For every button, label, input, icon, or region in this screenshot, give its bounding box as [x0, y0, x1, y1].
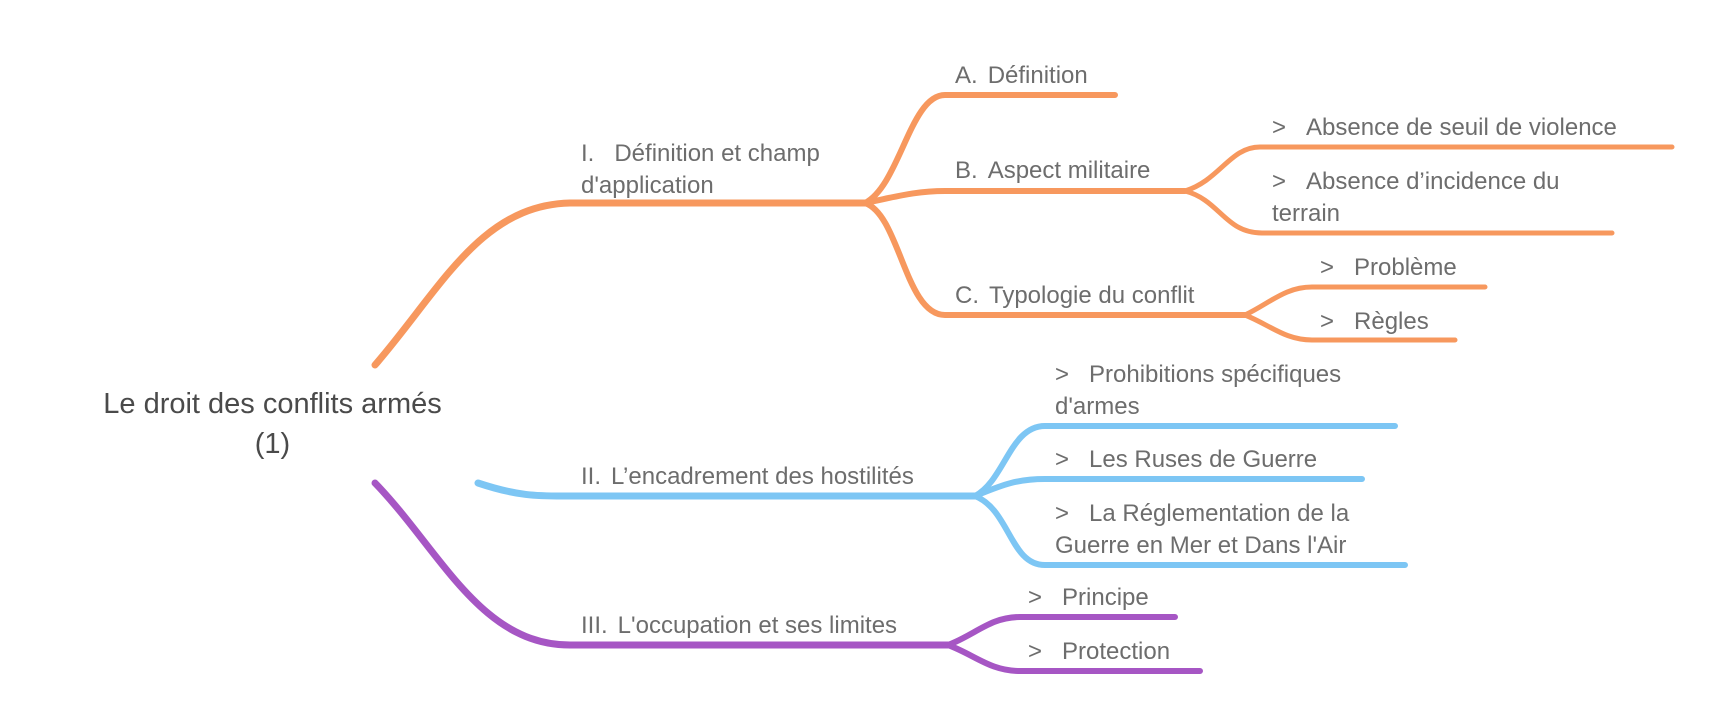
subtopic-B-item-2[interactable]: > Absence d’incidence du terrain: [1272, 166, 1560, 230]
branch-C-to-item-2: [1242, 312, 1458, 343]
branch-C-to-item-1: [1242, 284, 1488, 318]
section-2-item-1-line-1: Prohibitions spécifiques: [1089, 361, 1342, 388]
root-title-line-2: (1): [254, 428, 291, 460]
subtopic-C[interactable]: C. Typologie du conflit: [955, 280, 1194, 312]
section-2-title[interactable]: II. L’encadrement des hostilités: [581, 461, 914, 493]
section-2-item-1-marker: >: [1055, 361, 1070, 388]
section-3-item-2-marker: >: [1028, 638, 1043, 665]
section-3-item-1[interactable]: > Principe: [1028, 582, 1149, 614]
section-2-item-3-marker: >: [1055, 500, 1070, 527]
section-1-marker: I.: [581, 140, 595, 167]
branch-section-1-to-B: [862, 188, 1188, 206]
subtopic-A-label: Définition: [987, 62, 1088, 89]
subtopic-C-item-1-marker: >: [1320, 254, 1335, 281]
branch-B-to-item-2: [1182, 188, 1615, 236]
section-1-title-line-1: Définition et champ: [614, 140, 820, 167]
branch-root-to-section-2: [474, 479, 979, 500]
branch-root-to-section-3: [371, 479, 952, 649]
section-3-marker: III.: [581, 612, 608, 639]
section-3-item-1-label: Principe: [1062, 584, 1149, 611]
section-2-title-label: L’encadrement des hostilités: [611, 463, 914, 490]
subtopic-C-item-2-marker: >: [1320, 308, 1335, 335]
branch-section-3-to-item-2: [945, 642, 1203, 674]
section-1-title-line-2: d'application: [581, 172, 714, 199]
root-title-line-1: Le droit des conflits armés: [103, 388, 442, 420]
subtopic-C-marker: C.: [955, 282, 979, 309]
root-topic[interactable]: Le droit des conflits armés (1): [60, 384, 485, 464]
branch-section-1-to-A: [862, 92, 1118, 206]
subtopic-B-item-1-marker: >: [1272, 114, 1287, 141]
subtopic-C-label: Typologie du conflit: [989, 282, 1195, 309]
branch-section-1-to-C: [862, 200, 1248, 318]
section-2-item-2-marker: >: [1055, 446, 1070, 473]
subtopic-A-marker: A.: [955, 62, 978, 89]
subtopic-C-item-2-label: Règles: [1354, 308, 1429, 335]
subtopic-B-item-2-line-2: terrain: [1272, 200, 1341, 227]
subtopic-B-item-2-marker: >: [1272, 168, 1287, 195]
section-3-item-2-label: Protection: [1062, 638, 1171, 665]
section-2-item-1-line-2: d'armes: [1055, 393, 1140, 420]
branch-section-2-to-item-1: [972, 423, 1398, 499]
section-2-marker: II.: [581, 463, 602, 490]
section-3-item-1-marker: >: [1028, 584, 1043, 611]
section-2-item-3[interactable]: > La Réglementation de la Guerre en Mer e…: [1055, 498, 1349, 562]
section-3-title-label: L'occupation et ses limites: [617, 612, 898, 639]
section-2-item-2[interactable]: > Les Ruses de Guerre: [1055, 444, 1317, 476]
branch-section-3-to-item-1: [945, 614, 1178, 648]
subtopic-C-item-1[interactable]: > Problème: [1320, 252, 1457, 284]
subtopic-B-item-1-label: Absence de seuil de violence: [1306, 114, 1617, 141]
branch-B-to-item-1: [1182, 144, 1675, 194]
subtopic-B-marker: B.: [955, 157, 978, 184]
subtopic-B-item-1[interactable]: > Absence de seuil de violence: [1272, 112, 1617, 144]
section-2-item-3-line-1: La Réglementation de la: [1089, 500, 1350, 527]
subtopic-C-item-1-label: Problème: [1354, 254, 1457, 281]
subtopic-C-item-2[interactable]: > Règles: [1320, 306, 1429, 338]
branch-root-to-section-1: [371, 199, 874, 369]
section-3-title[interactable]: III. L'occupation et ses limites: [581, 610, 897, 642]
subtopic-B[interactable]: B. Aspect militaire: [955, 155, 1150, 187]
section-1-title[interactable]: I. Définition et champ d'application: [581, 138, 820, 202]
section-2-item-2-label: Les Ruses de Guerre: [1089, 446, 1318, 473]
section-2-item-3-line-2: Guerre en Mer et Dans l'Air: [1055, 532, 1347, 559]
branch-section-2-to-item-2: [972, 476, 1365, 499]
section-2-item-1[interactable]: > Prohibitions spécifiques d'armes: [1055, 359, 1341, 423]
subtopic-B-label: Aspect militaire: [987, 157, 1151, 184]
subtopic-B-item-2-line-1: Absence d’incidence du: [1306, 168, 1560, 195]
branch-section-2-to-item-3: [972, 493, 1408, 568]
section-3-item-2[interactable]: > Protection: [1028, 636, 1170, 668]
subtopic-A[interactable]: A. Définition: [955, 60, 1088, 92]
